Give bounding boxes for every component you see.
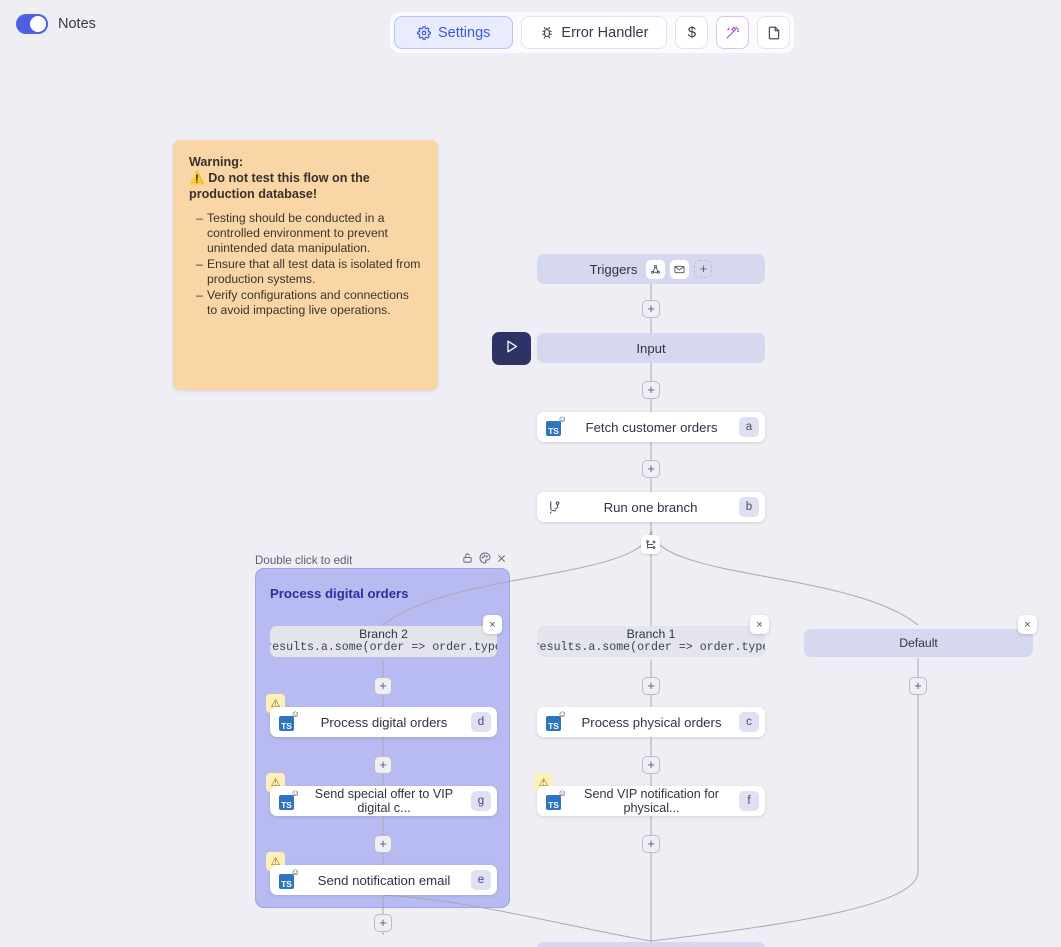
- add-step-button[interactable]: +: [374, 914, 392, 932]
- typescript-icon: TS☺: [279, 789, 300, 810]
- list-item: Verify configurations and connections to…: [196, 288, 422, 318]
- warning-emoji-icon: ⚠️: [189, 171, 205, 186]
- step-node-send-special-offer-vip-digital[interactable]: TS☺ Send special offer to VIP digital c.…: [270, 786, 497, 816]
- branch-header-node-2[interactable]: Branch 2 results.a.some(order => order.t…: [270, 626, 497, 657]
- webhook-icon[interactable]: [646, 259, 666, 279]
- mail-icon[interactable]: [670, 259, 690, 279]
- note-bullet-list: Testing should be conducted in a control…: [196, 211, 422, 318]
- file-icon: [767, 25, 781, 41]
- add-step-button[interactable]: +: [909, 677, 927, 695]
- step-node-fetch-customer-orders[interactable]: TS☺ Fetch customer orders a: [537, 412, 765, 442]
- group-edit-hint: Double click to edit: [255, 553, 353, 567]
- step-node-process-digital-orders[interactable]: TS☺ Process digital orders d: [270, 707, 497, 737]
- add-step-button[interactable]: +: [642, 677, 660, 695]
- add-step-button[interactable]: +: [374, 756, 392, 774]
- close-icon[interactable]: [493, 551, 510, 569]
- group-header: Double click to edit: [255, 552, 510, 568]
- toggle-knob: [30, 16, 46, 32]
- list-item: Testing should be conducted in a control…: [196, 211, 422, 256]
- step-badge: b: [739, 497, 759, 517]
- merge-node[interactable]: [537, 942, 765, 947]
- branch-title: Default: [899, 635, 938, 650]
- triggers-label: Triggers: [589, 261, 638, 277]
- play-icon: [503, 338, 520, 360]
- step-node-send-vip-notification-physical[interactable]: TS☺ Send VIP notification for physical..…: [537, 786, 765, 816]
- bug-icon: [540, 26, 554, 40]
- typescript-icon: TS☺: [546, 710, 567, 731]
- typescript-icon: TS☺: [279, 710, 300, 731]
- step-badge: g: [471, 791, 491, 811]
- error-handler-button-label: Error Handler: [561, 24, 649, 41]
- remove-branch-button[interactable]: ×: [483, 615, 502, 634]
- step-node-send-notification-email[interactable]: TS☺ Send notification email e: [270, 865, 497, 895]
- step-label: Run one branch: [603, 499, 698, 515]
- step-badge: d: [471, 712, 491, 732]
- add-trigger-button[interactable]: +: [694, 260, 713, 278]
- group-title: Process digital orders: [270, 586, 409, 601]
- add-step-button[interactable]: +: [642, 300, 660, 318]
- remove-branch-button[interactable]: ×: [1018, 615, 1037, 634]
- dollar-button[interactable]: $: [675, 16, 709, 49]
- branch-title: Branch 1: [626, 627, 676, 641]
- add-step-button[interactable]: +: [642, 835, 660, 853]
- warning-note-card[interactable]: Warning: ⚠️ Do not test this flow on the…: [173, 140, 438, 390]
- step-badge: c: [739, 712, 759, 732]
- notes-toggle[interactable]: [16, 14, 48, 34]
- branch-icon: [547, 500, 562, 515]
- note-subheading: Do not test this flow on the production …: [189, 171, 370, 202]
- magic-wand-icon: [725, 25, 740, 40]
- add-step-button[interactable]: +: [642, 460, 660, 478]
- add-step-button[interactable]: +: [374, 677, 392, 695]
- magic-wand-button[interactable]: [716, 16, 750, 49]
- add-step-button[interactable]: +: [642, 381, 660, 399]
- input-label: Input: [636, 340, 666, 356]
- step-label: Send VIP notification for physical...: [584, 787, 719, 815]
- file-button[interactable]: [757, 16, 791, 49]
- add-step-button[interactable]: +: [642, 756, 660, 774]
- notes-toggle-label: Notes: [58, 16, 96, 32]
- dollar-icon: $: [687, 24, 697, 41]
- branch-expression: results.a.some(order => order.type: [270, 641, 497, 654]
- branch-split-icon[interactable]: [641, 535, 660, 554]
- triggers-node[interactable]: Triggers +: [537, 254, 765, 284]
- notes-toggle-group[interactable]: Notes: [16, 14, 96, 34]
- settings-button-label: Settings: [438, 24, 491, 41]
- branch-header-node-default[interactable]: Default: [804, 629, 1033, 657]
- step-label: Send special offer to VIP digital c...: [314, 787, 454, 815]
- top-toolbar: Settings Error Handler $: [390, 12, 795, 53]
- step-badge: a: [739, 417, 759, 437]
- step-badge: e: [471, 870, 491, 890]
- note-subheading-row: ⚠️ Do not test this flow on the producti…: [189, 170, 422, 202]
- run-flow-button[interactable]: [492, 332, 531, 365]
- step-node-process-physical-orders[interactable]: TS☺ Process physical orders c: [537, 707, 765, 737]
- step-label: Fetch customer orders: [585, 419, 718, 435]
- palette-icon[interactable]: [476, 551, 493, 569]
- settings-button[interactable]: Settings: [394, 16, 514, 49]
- list-item: Ensure that all test data is isolated fr…: [196, 257, 422, 287]
- branch-title: Branch 2: [359, 627, 408, 641]
- remove-branch-button[interactable]: ×: [750, 615, 769, 634]
- step-label: Send notification email: [317, 872, 451, 888]
- error-handler-button[interactable]: Error Handler: [521, 16, 668, 49]
- step-label: Process physical orders: [581, 714, 722, 730]
- typescript-icon: TS☺: [546, 789, 567, 810]
- lock-icon[interactable]: [459, 551, 476, 569]
- step-label: Process digital orders: [320, 714, 448, 730]
- note-heading: Warning:: [189, 155, 244, 169]
- gear-icon: [417, 25, 431, 40]
- typescript-icon: TS☺: [546, 415, 567, 436]
- typescript-icon: TS☺: [279, 868, 300, 889]
- input-node[interactable]: Input: [537, 333, 765, 363]
- branch-expression: results.a.some(order => order.type: [537, 641, 765, 654]
- step-badge: f: [739, 791, 759, 811]
- branch-header-node-1[interactable]: Branch 1 results.a.some(order => order.t…: [537, 626, 765, 657]
- add-step-button[interactable]: +: [374, 835, 392, 853]
- step-node-run-one-branch[interactable]: Run one branch b: [537, 492, 765, 522]
- group-container-process-digital-orders[interactable]: [255, 568, 510, 908]
